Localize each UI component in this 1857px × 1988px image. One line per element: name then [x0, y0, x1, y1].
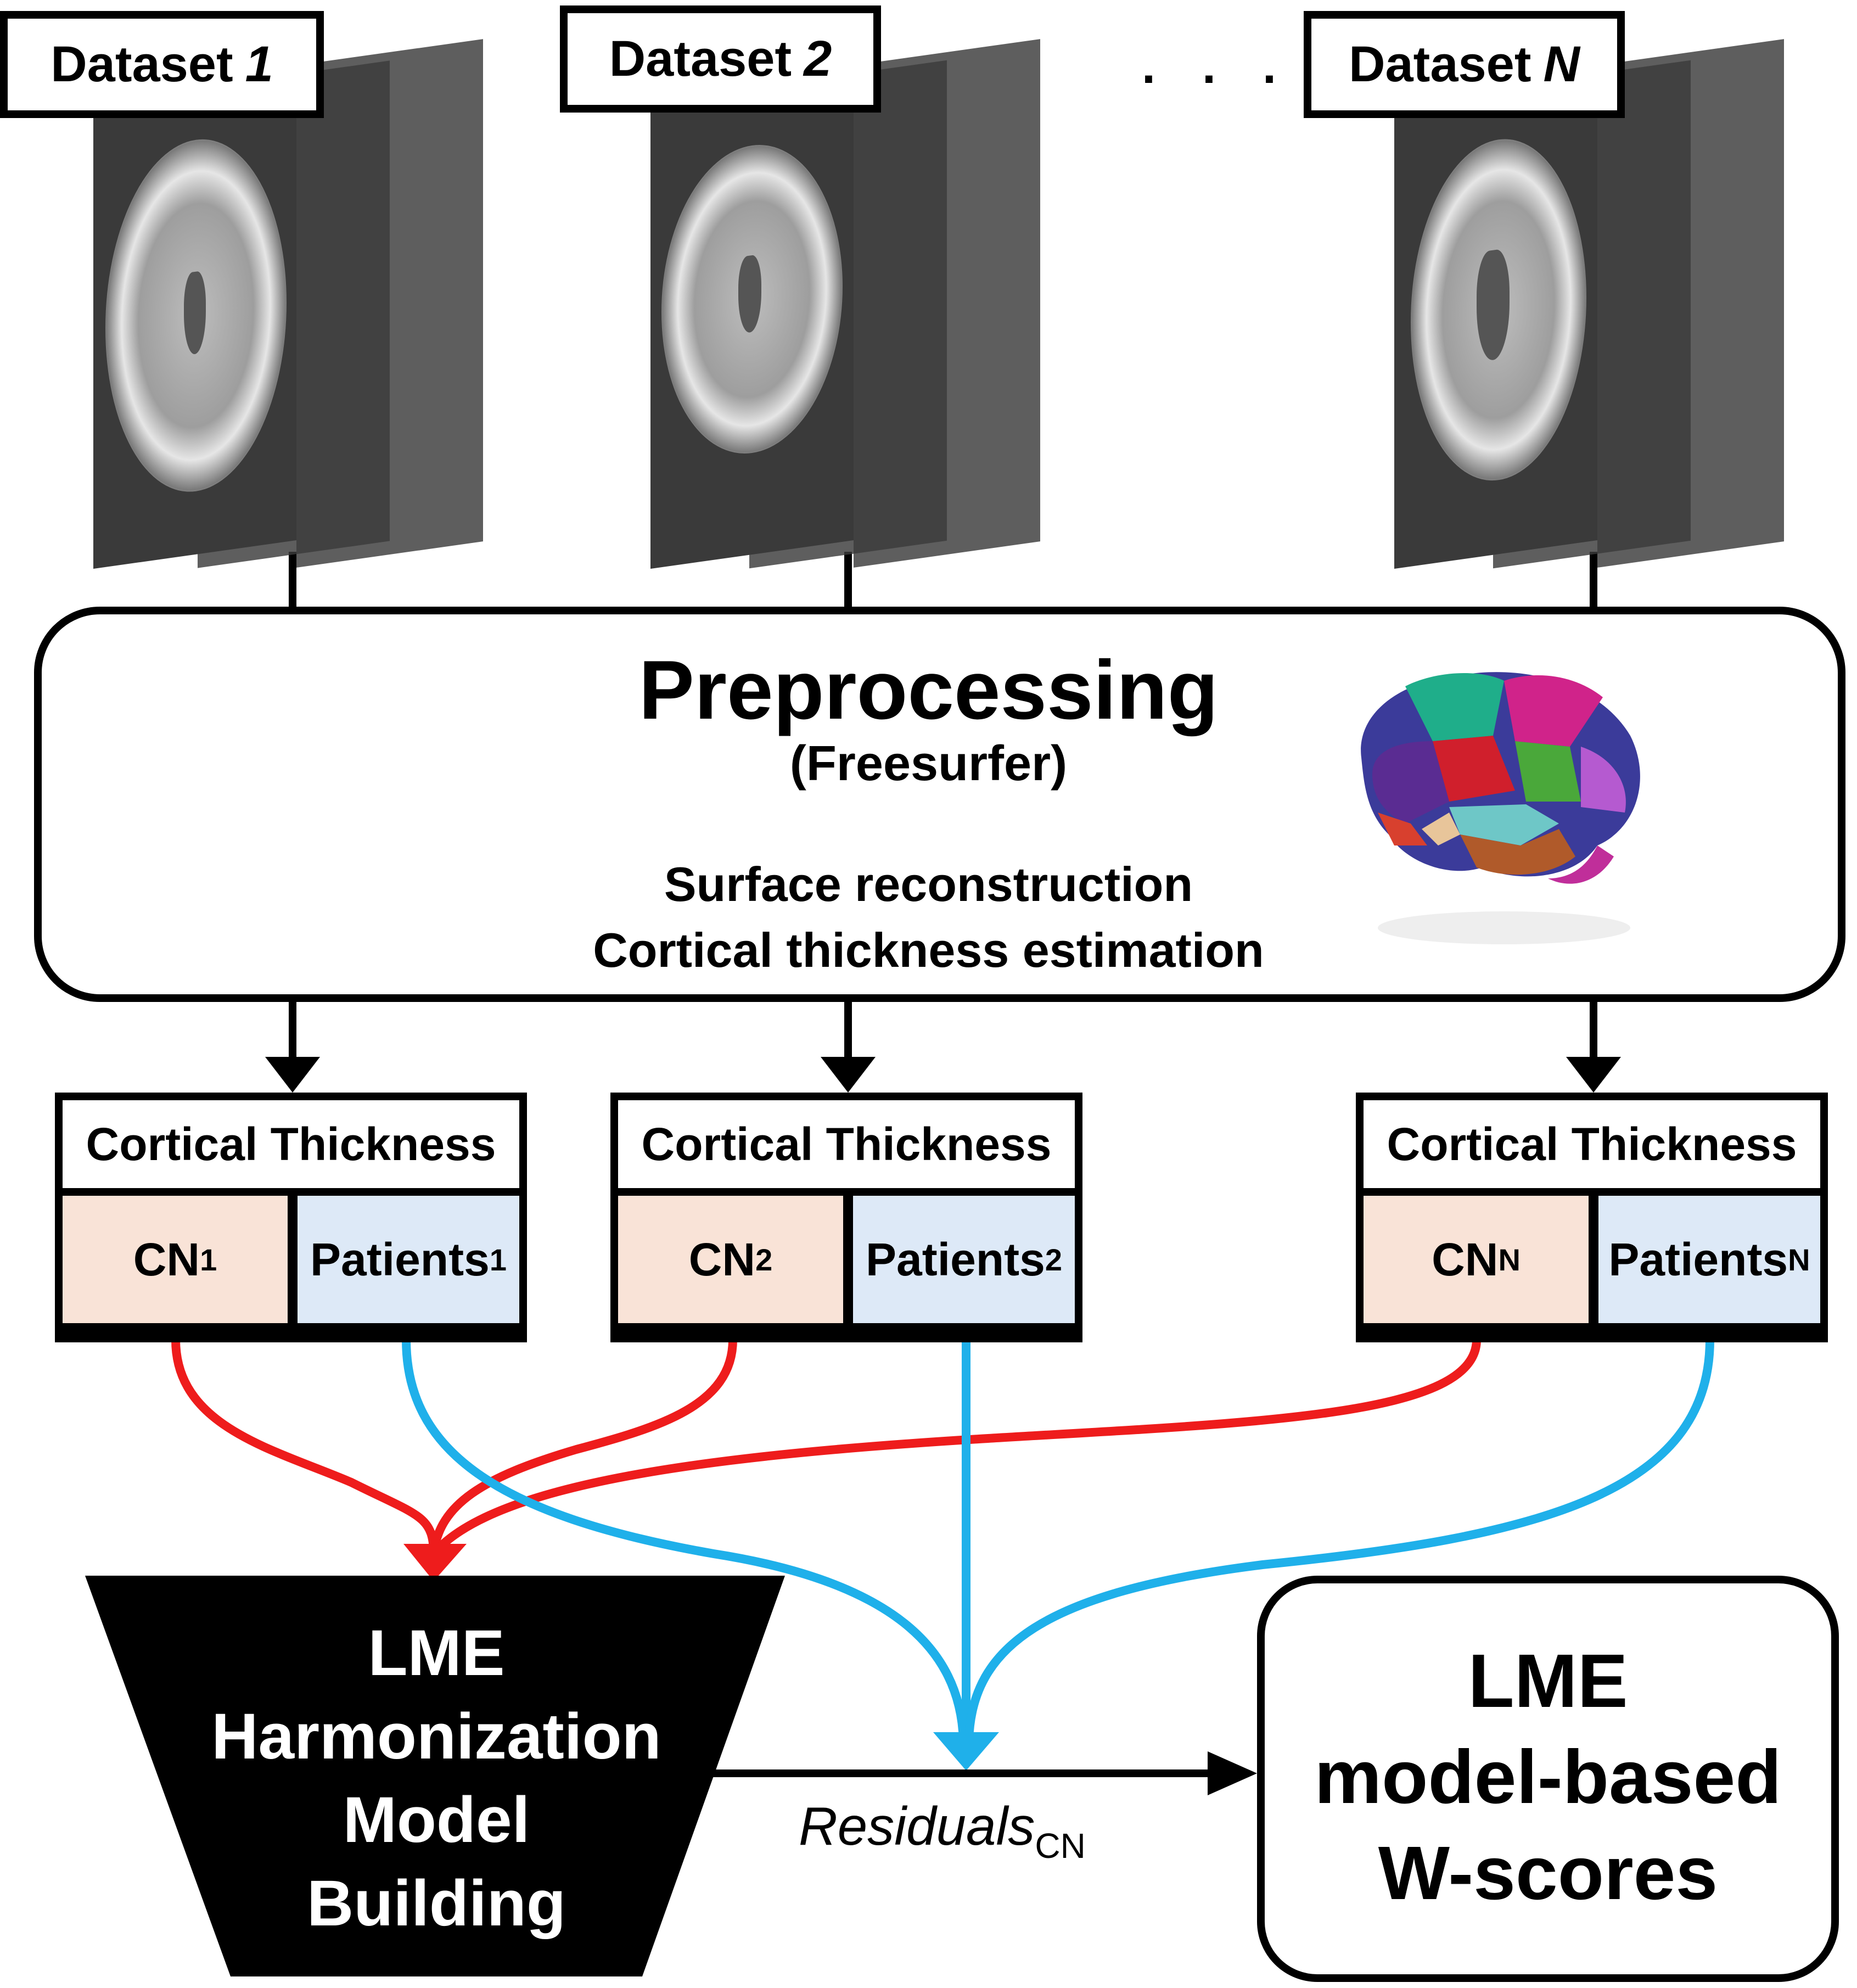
cn-n-label: CN — [1432, 1233, 1499, 1285]
preprocessing-step-2: Cortical thickness estimation — [593, 923, 1264, 977]
thickness-box-n-header: Cortical Thickness — [1364, 1100, 1820, 1188]
preprocessing-output-arrows — [265, 1002, 1621, 1093]
wscores-box — [1257, 1576, 1839, 1982]
cn-2-label: CN — [688, 1233, 756, 1285]
patients-2-subscript: 2 — [1045, 1242, 1062, 1277]
dataset-1-text: Dataset — [51, 36, 233, 92]
harmonization-line-3: Model — [343, 1784, 530, 1856]
harmonization-line-4: Building — [307, 1867, 566, 1940]
patients-2-label: Patients — [866, 1233, 1045, 1285]
thickness-box-1-header: Cortical Thickness — [63, 1100, 519, 1188]
residuals-subscript: CN — [1035, 1826, 1086, 1866]
dataset-n-image-stack — [1394, 39, 1789, 569]
patients-n-label: Patients — [1608, 1233, 1788, 1285]
dataset-n-index: N — [1543, 36, 1580, 92]
wscores-line-3: W-scores — [1378, 1831, 1718, 1916]
thickness-box-2-header: Cortical Thickness — [618, 1100, 1075, 1188]
dataset-1-image-stack — [93, 39, 489, 569]
residuals-label: ResidualsCN — [799, 1795, 1086, 1866]
cn-n-subscript: N — [1498, 1242, 1521, 1277]
harmonization-line-1: LME — [368, 1617, 505, 1689]
patients-n-subscript: N — [1788, 1242, 1810, 1277]
cn-2-subscript: 2 — [755, 1242, 773, 1277]
patients-1-subscript: 1 — [489, 1242, 507, 1277]
patient-paths — [402, 1339, 1714, 1741]
patients-1-label: Patients — [310, 1233, 490, 1285]
cn-1-label: CN — [133, 1233, 200, 1285]
patient-merge-arrowhead — [933, 1732, 999, 1771]
preprocessing-step-1: Surface reconstruction — [664, 857, 1193, 911]
preprocessing-subtitle: (Freesurfer) — [789, 736, 1068, 791]
dataset-2-image-stack — [650, 39, 1046, 569]
dataset-n-text: Dataset — [1349, 36, 1531, 92]
residuals-text: Residuals — [799, 1796, 1035, 1856]
cn-merge-arrowhead — [403, 1544, 467, 1581]
dataset-2-index: 2 — [804, 31, 832, 87]
residuals-arrowhead — [1208, 1751, 1257, 1795]
dataset-1-index: 1 — [245, 36, 273, 92]
dataset-2-text: Dataset — [609, 31, 792, 87]
preprocessing-title: Preprocessing — [638, 643, 1219, 737]
wscores-line-2: model-based — [1314, 1735, 1782, 1819]
harmonization-line-2: Harmonization — [211, 1700, 661, 1773]
ellipsis: . . . — [1142, 39, 1293, 94]
cn-1-subscript: 1 — [200, 1242, 217, 1277]
cortex-parcellation-icon — [1361, 672, 1640, 944]
cn-paths — [171, 1339, 1481, 1557]
harmonization-block — [85, 1576, 785, 1976]
wscores-line-1: LME — [1468, 1639, 1628, 1723]
